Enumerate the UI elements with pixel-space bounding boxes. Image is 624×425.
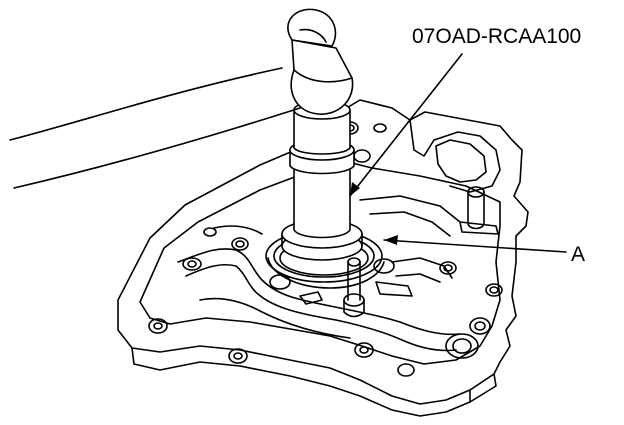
tool-arrowhead bbox=[350, 182, 360, 196]
part-a-arrowhead bbox=[384, 235, 398, 245]
bolt-boss-group bbox=[148, 121, 503, 377]
dowel-pin bbox=[459, 186, 499, 235]
seal-installer-tool bbox=[281, 100, 363, 261]
part-a-leader-line bbox=[383, 239, 567, 253]
hammer bbox=[9, 8, 354, 189]
tool-number-label: 07OAD-RCAA100 bbox=[412, 25, 582, 48]
tool-leader-line bbox=[349, 53, 463, 197]
arrowheads bbox=[350, 182, 398, 245]
transmission-housing bbox=[117, 99, 529, 417]
part-a-callout-label: A bbox=[571, 243, 586, 266]
leader-lines bbox=[349, 53, 567, 253]
